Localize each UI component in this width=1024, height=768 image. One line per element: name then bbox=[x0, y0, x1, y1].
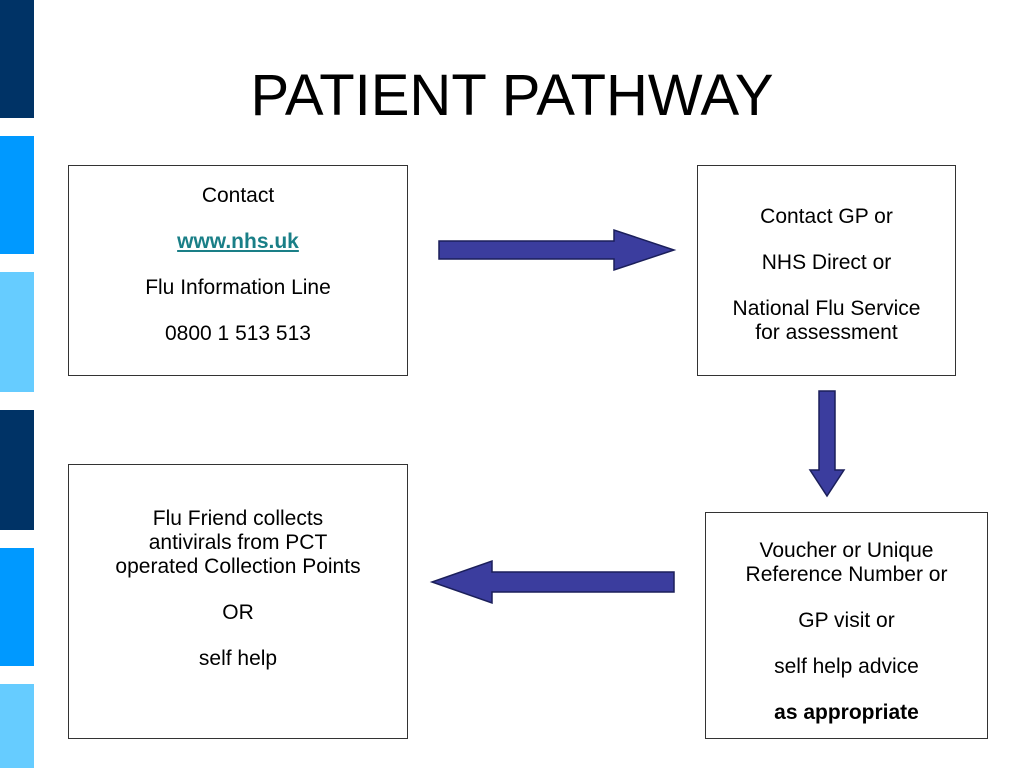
collection-line-5: self help bbox=[198, 647, 278, 670]
collection-line-4: OR bbox=[222, 601, 254, 624]
assessment-line-1: Contact GP or bbox=[760, 205, 893, 228]
assessment-box: Contact GP or NHS Direct or National Flu… bbox=[697, 165, 956, 376]
collection-line-2: antivirals from PCT bbox=[148, 531, 328, 554]
assessment-line-4: for assessment bbox=[755, 321, 898, 344]
strip-segment-light bbox=[0, 272, 34, 392]
strip-segment-light bbox=[0, 684, 34, 768]
outcome-line-5: as appropriate bbox=[774, 701, 919, 724]
nhs-website-link[interactable]: www.nhs.uk bbox=[177, 230, 299, 253]
contact-box: Contact www.nhs.uk Flu Information Line … bbox=[68, 165, 408, 376]
outcome-line-2: Reference Number or bbox=[745, 563, 948, 586]
phone-number: 0800 1 513 513 bbox=[165, 322, 311, 345]
contact-label: Contact bbox=[201, 184, 275, 207]
flu-information-line-label: Flu Information Line bbox=[145, 276, 331, 299]
assessment-line-2: NHS Direct or bbox=[761, 251, 892, 274]
side-color-strip bbox=[0, 0, 34, 768]
strip-segment-dark bbox=[0, 0, 34, 118]
collection-line-1: Flu Friend collects bbox=[152, 507, 324, 530]
page-title: PATIENT PATHWAY bbox=[250, 63, 774, 128]
outcome-line-1: Voucher or Unique bbox=[759, 539, 934, 562]
collection-box: Flu Friend collects antivirals from PCT … bbox=[68, 464, 408, 739]
outcome-line-4: self help advice bbox=[774, 655, 919, 678]
strip-segment-mid bbox=[0, 548, 34, 666]
arrow-right-icon bbox=[438, 228, 677, 272]
outcome-box: Voucher or Unique Reference Number or GP… bbox=[705, 512, 988, 739]
strip-segment-dark bbox=[0, 410, 34, 530]
strip-segment-mid bbox=[0, 136, 34, 254]
arrow-left-icon bbox=[429, 559, 675, 605]
outcome-line-3: GP visit or bbox=[798, 609, 895, 632]
assessment-line-3: National Flu Service bbox=[732, 297, 921, 320]
collection-line-3: operated Collection Points bbox=[115, 555, 361, 578]
arrow-down-icon bbox=[808, 390, 846, 498]
